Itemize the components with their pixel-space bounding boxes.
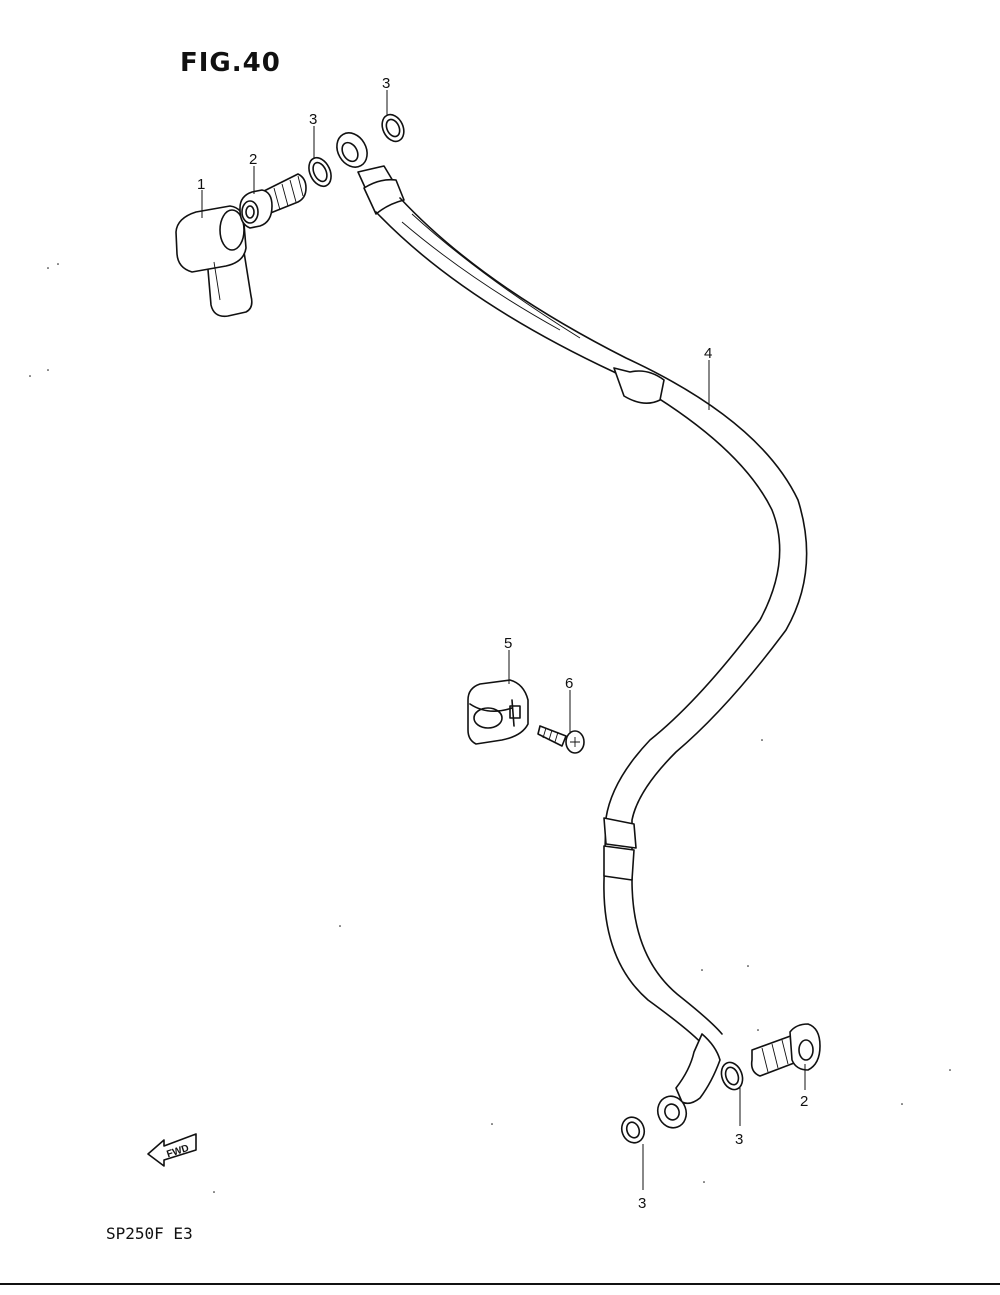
- screw-icon: [537, 725, 585, 754]
- callout-2-top: 2: [249, 151, 257, 168]
- gasket-washer-icon: [308, 113, 405, 188]
- callout-leaders: [201, 90, 806, 1190]
- figure-title: FIG.40: [180, 48, 281, 78]
- callout-5: 5: [504, 635, 512, 652]
- callout-4: 4: [704, 345, 712, 362]
- model-code: SP250F E3: [106, 1224, 193, 1243]
- callout-1: 1: [197, 176, 205, 193]
- callout-3-top-left: 3: [309, 111, 317, 128]
- bottom-rule: [0, 1283, 1000, 1285]
- callout-6: 6: [565, 675, 573, 692]
- brake-hose-icon: [336, 132, 808, 1129]
- scan-specks: [29, 263, 951, 1193]
- callout-3-top-right: 3: [382, 75, 390, 92]
- callout-labels: 1 2 3 3 4 5 6 2 3 3: [197, 75, 808, 1212]
- hose-clamp-icon: [467, 679, 529, 745]
- cap-icon: [175, 205, 253, 318]
- callout-2-bottom: 2: [800, 1093, 808, 1110]
- fwd-arrow-icon: FWD: [147, 1133, 197, 1167]
- callout-3-bottom-right: 3: [735, 1131, 743, 1148]
- union-bolt-icon: [750, 1023, 821, 1077]
- union-bolt-icon: [239, 173, 307, 229]
- callout-3-bottom-left: 3: [638, 1195, 646, 1212]
- gasket-washer-icon: [620, 1061, 744, 1144]
